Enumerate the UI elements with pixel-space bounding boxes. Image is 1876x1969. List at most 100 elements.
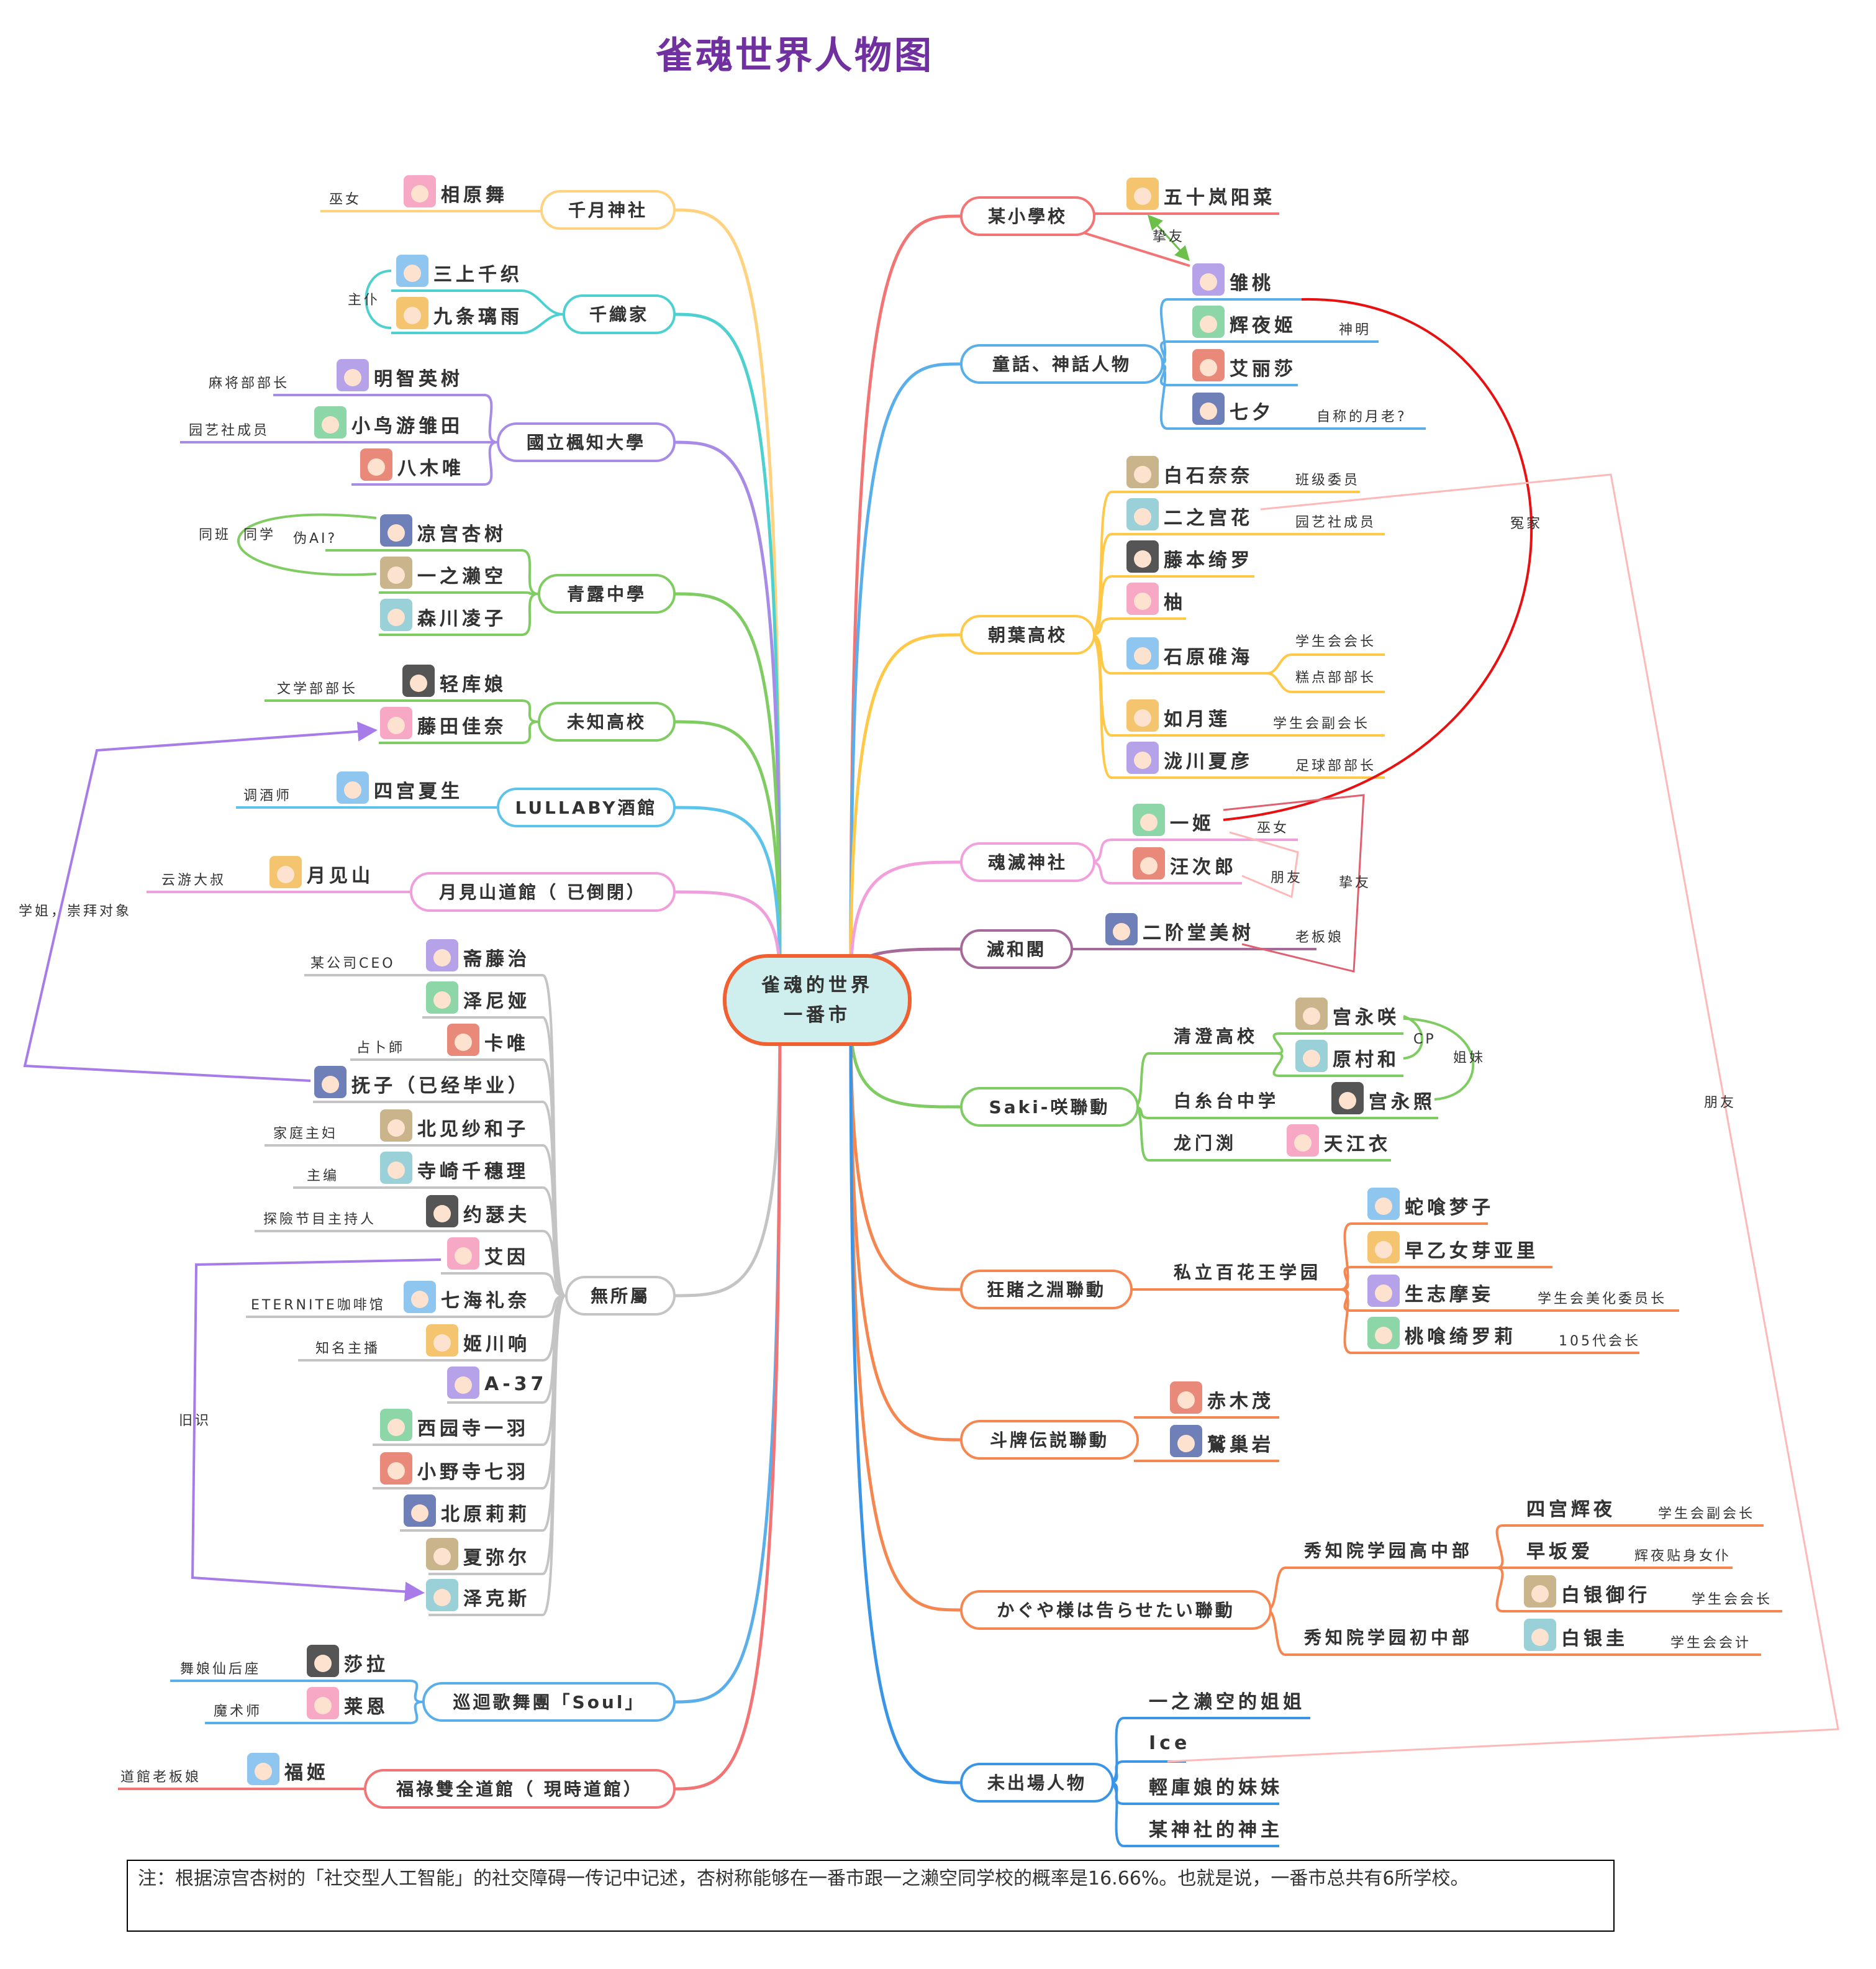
character-name[interactable]: 约瑟夫 <box>463 1204 531 1226</box>
character-name[interactable]: 卡唯 <box>484 1032 530 1055</box>
branch-node[interactable]: 國立楓知大學 <box>497 422 676 462</box>
character-name[interactable]: 三上千织 <box>433 263 523 286</box>
character-name[interactable]: 一姬 <box>1170 812 1215 835</box>
character-name[interactable]: 北原莉莉 <box>441 1503 531 1526</box>
character-name[interactable]: 汪次郎 <box>1170 856 1238 878</box>
character-name[interactable]: 夏弥尔 <box>463 1547 531 1569</box>
branch-node[interactable]: 魂滅神社 <box>960 842 1095 882</box>
character-name[interactable]: 相原舞 <box>441 184 509 206</box>
character-name[interactable]: 天江衣 <box>1324 1133 1392 1155</box>
group-label[interactable]: 秀知院学园高中部 <box>1304 1542 1473 1562</box>
character-name[interactable]: 七海礼奈 <box>441 1289 531 1312</box>
character-name[interactable]: 赤木茂 <box>1207 1390 1275 1412</box>
character-name[interactable]: 七夕 <box>1230 401 1275 424</box>
branch-node[interactable]: 無所屬 <box>565 1276 676 1316</box>
branch-node[interactable]: かぐや様は告らせたい聯動 <box>960 1590 1272 1630</box>
group-label[interactable]: 清澄高校 <box>1174 1027 1258 1047</box>
character-name[interactable]: 原村和 <box>1333 1048 1400 1071</box>
character-name[interactable]: 小野寺七羽 <box>417 1461 530 1483</box>
branch-node[interactable]: 青露中學 <box>538 574 676 614</box>
friend-line <box>1229 831 1299 899</box>
group-label[interactable]: 私立百花王学园 <box>1174 1263 1321 1283</box>
character-name[interactable]: 宫永咲 <box>1333 1006 1400 1029</box>
group-label[interactable]: 白糸台中学 <box>1174 1092 1279 1112</box>
branch-node[interactable]: 某小學校 <box>960 196 1095 236</box>
character-name[interactable]: 輕庫娘的妹妹 <box>1149 1776 1284 1799</box>
character-name[interactable]: 白银御行 <box>1561 1584 1651 1606</box>
character-name[interactable]: 斋藤治 <box>463 948 531 970</box>
character-name[interactable]: 柚 <box>1164 591 1187 614</box>
character-name[interactable]: 四宫辉夜 <box>1526 1498 1616 1521</box>
branch-node[interactable]: LULLABY酒館 <box>497 788 676 827</box>
character-name[interactable]: 福姬 <box>284 1762 330 1784</box>
character-name[interactable]: 小鸟游雏田 <box>351 415 464 437</box>
center-node[interactable]: 雀魂的世界 一番市 <box>723 954 912 1046</box>
character-name[interactable]: 生志摩妄 <box>1405 1283 1495 1306</box>
group-label[interactable]: 秀知院学园初中部 <box>1304 1629 1473 1648</box>
character-name[interactable]: 白银圭 <box>1561 1627 1629 1650</box>
character-role: 道館老板娘 <box>120 1769 201 1785</box>
character-name[interactable]: 凉宫杏树 <box>417 523 507 545</box>
character-name[interactable]: 八木唯 <box>397 457 465 480</box>
group-label[interactable]: 龙门渕 <box>1174 1134 1237 1154</box>
branch-node[interactable]: 未知高校 <box>538 702 676 742</box>
branch-node[interactable]: 千織家 <box>563 294 676 334</box>
character-name[interactable]: 蛇喰梦子 <box>1405 1196 1495 1219</box>
branch-node[interactable]: 未出場人物 <box>960 1763 1114 1803</box>
character-name[interactable]: 早坂爱 <box>1526 1540 1594 1563</box>
character-name[interactable]: 莱恩 <box>344 1696 389 1718</box>
character-name[interactable]: 四宫夏生 <box>374 780 464 803</box>
branch-node[interactable]: Saki-咲聯動 <box>960 1087 1139 1127</box>
branch-connector <box>409 1701 423 1724</box>
character-name[interactable]: 白石奈奈 <box>1164 465 1254 487</box>
character-name[interactable]: 九条璃雨 <box>433 306 523 328</box>
character-name[interactable]: A-37 <box>484 1373 548 1395</box>
character-name[interactable]: 五十岚阳菜 <box>1164 186 1276 209</box>
character-name[interactable]: 某神社的神主 <box>1149 1819 1284 1841</box>
character-name[interactable]: 石原碓海 <box>1164 646 1254 668</box>
branch-node[interactable]: 童話、神話人物 <box>960 344 1164 384</box>
character-name[interactable]: 莎拉 <box>344 1653 389 1676</box>
character-name[interactable]: 抚子（已经毕业） <box>351 1075 531 1097</box>
branch-node[interactable]: 滅和閣 <box>960 929 1073 969</box>
branch-node[interactable]: 朝葉高校 <box>960 615 1095 655</box>
branch-node[interactable]: 福祿雙全道館（ 現時道館） <box>364 1769 676 1809</box>
character-name[interactable]: 泽克斯 <box>463 1588 531 1610</box>
character-name[interactable]: 泽尼娅 <box>463 990 531 1012</box>
character-role: 学生会会长 <box>1295 634 1376 650</box>
avatar-icon <box>307 1687 339 1719</box>
character-name[interactable]: 如月莲 <box>1164 708 1231 730</box>
character-name[interactable]: 早乙女芽亚里 <box>1405 1240 1539 1262</box>
branch-node[interactable]: 月見山道館（ 已倒閉） <box>410 872 676 912</box>
character-name[interactable]: 宫永照 <box>1369 1091 1436 1113</box>
character-name[interactable]: 西园寺一羽 <box>417 1417 530 1440</box>
character-name[interactable]: 一之濑空的姐姐 <box>1149 1691 1306 1713</box>
character-name[interactable]: 北见纱和子 <box>417 1118 530 1140</box>
character-name[interactable]: 二阶堂美树 <box>1143 922 1255 944</box>
character-name[interactable]: 藤本绮罗 <box>1164 549 1254 571</box>
character-name[interactable]: 一之濑空 <box>417 565 507 588</box>
avatar-icon <box>396 297 428 329</box>
branch-node[interactable]: 斗牌伝説聯動 <box>960 1420 1139 1460</box>
old-acquaintance-arrow <box>191 1258 442 1602</box>
character-name[interactable]: 艾因 <box>484 1246 530 1268</box>
character-name[interactable]: 二之宫花 <box>1164 507 1254 529</box>
character-name[interactable]: 艾丽莎 <box>1230 358 1297 380</box>
branch-node[interactable]: 狂賭之淵聯動 <box>960 1270 1133 1309</box>
character-name[interactable]: Ice <box>1149 1732 1191 1754</box>
character-name[interactable]: 轻库娘 <box>440 673 507 696</box>
branch-node[interactable]: 千月神社 <box>540 190 676 230</box>
branch-node[interactable]: 巡迴歌舞團「Soul」 <box>422 1682 676 1722</box>
character-name[interactable]: 藤田佳奈 <box>417 716 507 738</box>
character-name[interactable]: 月见山 <box>307 865 374 887</box>
character-name[interactable]: 桃喰绮罗莉 <box>1405 1326 1517 1348</box>
character-name[interactable]: 辉夜姬 <box>1230 314 1297 337</box>
character-name[interactable]: 森川凌子 <box>417 607 507 630</box>
character-name[interactable]: 鷲巢岩 <box>1207 1434 1275 1456</box>
character-name[interactable]: 明智英树 <box>374 368 464 390</box>
avatar-icon <box>447 1237 479 1270</box>
character-name[interactable]: 泷川夏彦 <box>1164 750 1254 773</box>
character-name[interactable]: 姬川响 <box>463 1333 531 1355</box>
character-name[interactable]: 寺崎千穗理 <box>417 1160 530 1183</box>
character-name[interactable]: 雏桃 <box>1230 272 1275 294</box>
